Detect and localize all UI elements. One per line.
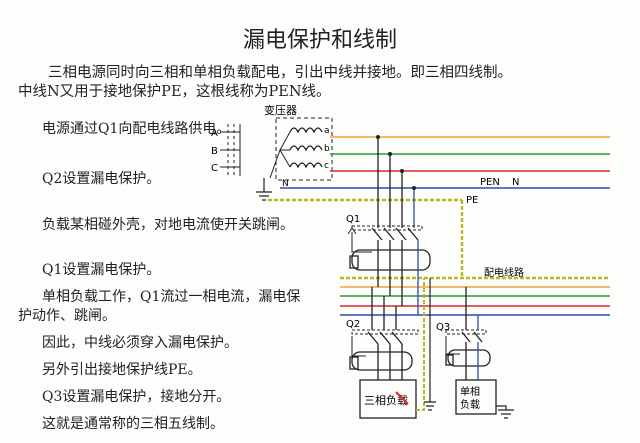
transformer: 变压器 A B C a b c N [211, 103, 333, 201]
distribution-bus: 配电线路 [340, 200, 610, 316]
intro-text: 三相电源同时向三相和单相负载配电，引出中线并接地。即三相四线制。 中线N又用于接… [18, 64, 618, 102]
single-phase-load: 单相 负载 [455, 379, 514, 419]
q1-breaker: Q1 [346, 214, 431, 271]
note-item: Q3设置漏电保护，接地分开。 [42, 389, 231, 405]
single-load-label-1: 单相 [460, 385, 480, 398]
winding-c [289, 162, 323, 169]
note-item: 这就是通常称的三相五线制。 [42, 416, 224, 432]
note-item: 负载某相碰外壳，对地电流使开关跳闸。 [42, 217, 294, 233]
intro-line-1: 三相电源同时向三相和单相负载配电，引出中线并接地。即三相四线制。 [48, 65, 512, 81]
primary-leads [220, 131, 240, 168]
winding-a-label: a [324, 126, 330, 136]
q2-label: Q2 [346, 319, 360, 330]
note-item: 单相负载工作，Q1流过一相电流，漏电保护动作、跳闸。 [18, 289, 301, 324]
phase-a-label: A [211, 128, 218, 139]
page-title: 漏电保护和线制 [242, 28, 397, 53]
transformer-secondary-box [275, 117, 333, 181]
q1-label: Q1 [346, 214, 360, 225]
note-item: 因此，中线必须穿入漏电保护。 [42, 335, 238, 351]
intro-line-2: 中线N又用于接地保护PE，这根线称为PEN线。 [18, 84, 331, 100]
main-bus: PEN N PE [268, 136, 610, 206]
line-label: 配电线路 [484, 266, 524, 279]
note-item: 电源通过Q1向配电线路供电。 [42, 121, 231, 137]
earth-symbol [256, 178, 272, 201]
q1-drops [376, 135, 416, 228]
note-item: Q2设置漏电保护。 [42, 171, 161, 187]
single-load-label-2: 负载 [460, 398, 480, 411]
q3-breaker: Q3 [436, 287, 491, 380]
q2-breaker: Q2 [346, 287, 419, 380]
pen-n-label: N [512, 177, 519, 188]
transformer-label: 变压器 [264, 103, 297, 117]
pen-label: PEN [480, 177, 500, 188]
q3-label: Q3 [436, 322, 450, 333]
pe-label: PE [466, 195, 478, 206]
winding-b-label: b [324, 144, 330, 154]
q1-ct-ring [351, 249, 431, 271]
winding-b [289, 145, 323, 152]
neutral-n-label: N [282, 179, 289, 189]
primary-core [227, 124, 235, 176]
winding-c-label: c [324, 161, 329, 171]
winding-a [289, 127, 323, 134]
note-item: 另外引出接地保护线PE。 [42, 362, 202, 378]
phase-c-label: C [211, 163, 218, 174]
three-phase-load-label: 三相负载 [364, 393, 408, 407]
note-item: Q1设置漏电保护。 [42, 262, 161, 278]
three-phase-load: 三相负载 [359, 278, 436, 419]
star-connection [269, 131, 291, 179]
phase-b-label: B [211, 146, 218, 157]
